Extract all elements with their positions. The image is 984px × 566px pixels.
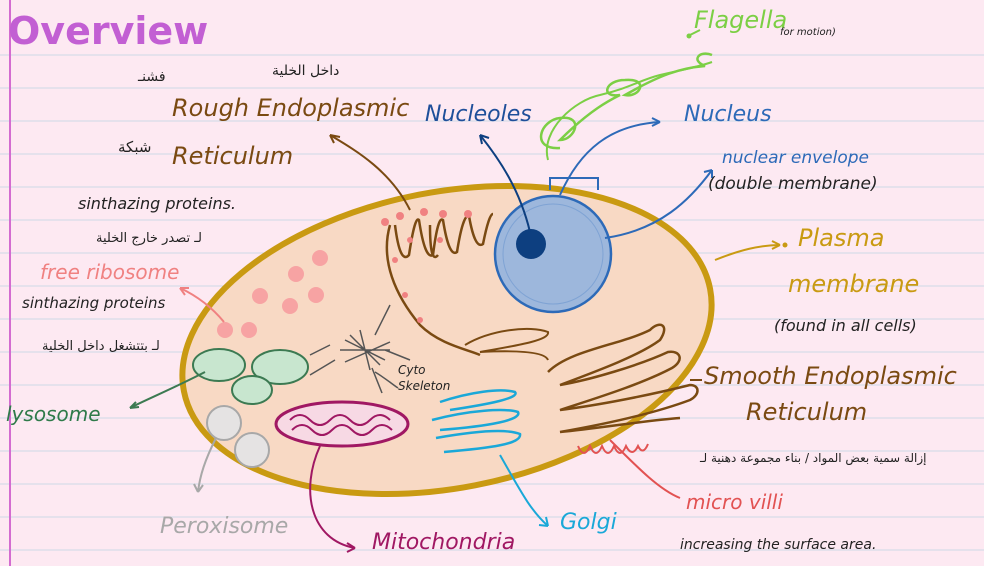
golgi-label: Golgi [560, 512, 617, 534]
plasma-membrane-label-2: membrane [788, 272, 919, 296]
smooth-er-note-arabic: إزالة سمية بعض المواد / بناء مجموعة دهني… [700, 452, 926, 464]
microvilli-label: micro villi [686, 492, 783, 512]
flagella [541, 54, 712, 148]
leader-nucleus [560, 122, 660, 195]
rough-er-note-arabic: لـ تصدر خارج الخلية [96, 232, 202, 245]
cell-cytoplasm [156, 144, 739, 537]
peroxisome-label: Peroxisome [160, 516, 288, 538]
page-title: Overview [8, 12, 208, 50]
nucleoles-label: Nucleoles [425, 104, 532, 126]
rough-er-label-line1: Rough Endoplasmic [172, 96, 409, 120]
flagella-label: Flagella [694, 8, 787, 32]
rough-er-arabic-top-left: فشنـ [138, 70, 166, 84]
free-ribosome-note-arabic: لـ بتتشغل داخل الخلية [42, 340, 160, 353]
cytoskeleton-label-1: Cyto [398, 364, 426, 376]
rough-er-arabic-top-right: داخل الخلية [272, 64, 339, 78]
smooth-er-label-2: Reticulum [746, 400, 867, 424]
microvilli-note: increasing the surface area. [680, 538, 876, 552]
nuclear-envelope-label-1: nuclear envelope [722, 150, 869, 167]
rough-er-arabic-mid: شبكة [118, 140, 151, 155]
rough-er-label-line2: Reticulum [172, 144, 293, 168]
smooth-er-label-1: Smooth Endoplasmic [704, 364, 957, 388]
plasma-membrane-note: (found in all cells) [774, 318, 917, 334]
rough-er-note: sinthazing proteins. [78, 196, 236, 212]
nucleus-shape [495, 196, 611, 312]
lysosome-label: lysosome [6, 404, 101, 424]
nuclear-envelope-label-2: (double membrane) [708, 176, 878, 193]
nucleus-label: Nucleus [684, 104, 772, 126]
plasma-membrane-label-1: Plasma [798, 226, 884, 250]
free-ribosome-label: free ribosome [40, 262, 179, 282]
cytoskeleton-label-2: Skeleton [398, 380, 450, 392]
free-ribosome-note: sinthazing proteins [22, 296, 165, 311]
mitochondria-label: Mitochondria [372, 532, 515, 554]
flagella-note: for motion) [780, 28, 836, 38]
nucleolus-shape [516, 229, 546, 259]
